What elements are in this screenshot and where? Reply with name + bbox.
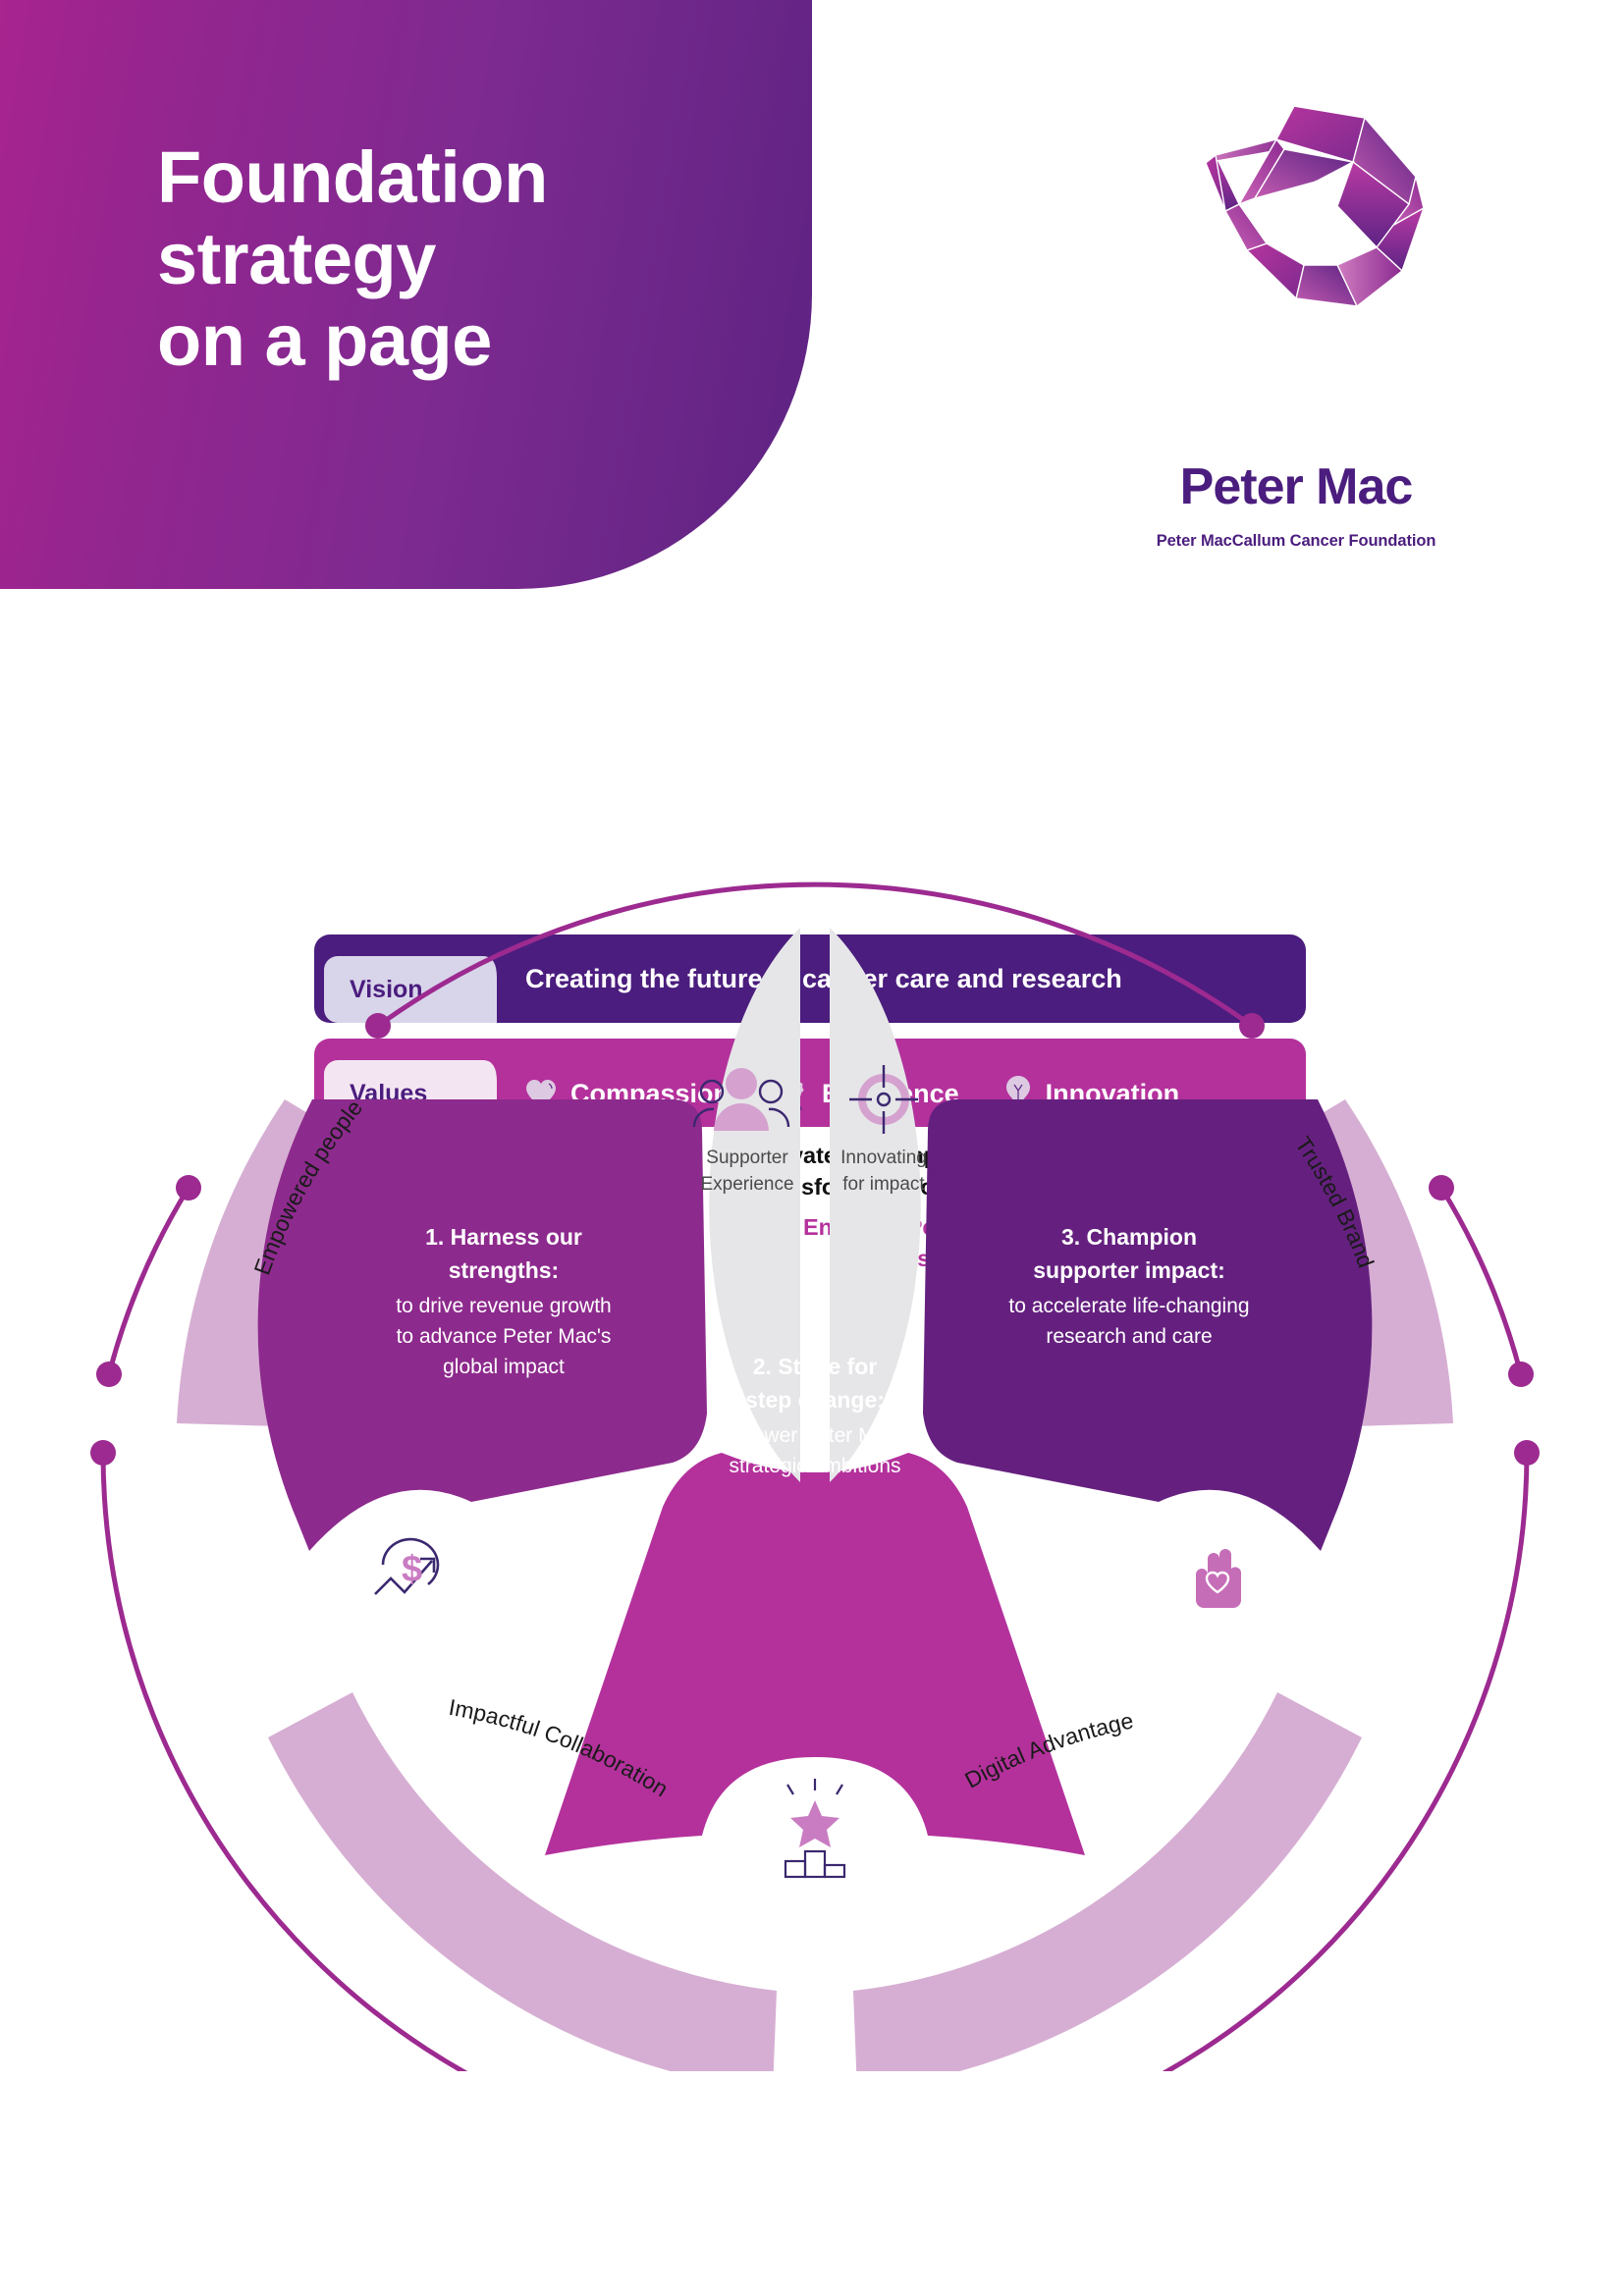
- left-upper-decorative-arc: [106, 1186, 191, 1375]
- vision-label-tab: Vision: [324, 956, 497, 1023]
- logo-wordmark: Peter Mac: [1179, 458, 1414, 515]
- arc-dot: [1508, 1362, 1534, 1387]
- pillar-3-sub-2: research and care: [1046, 1325, 1212, 1348]
- badge-hand-heart[interactable]: [1157, 1520, 1278, 1641]
- arc-dot: [1239, 1013, 1265, 1039]
- pillar-1-sub-2: to advance Peter Mac's: [397, 1325, 612, 1348]
- pillar-3-title-2: supporter impact:: [1033, 1257, 1225, 1283]
- pillar-2-title-2: step change:: [745, 1387, 885, 1413]
- pillar-wedge-3[interactable]: [923, 1099, 1373, 1551]
- decorative-arc-group: [90, 881, 1540, 2071]
- strategy-radial-diagram: Supporter Experience Innovating for impa…: [74, 775, 1556, 2071]
- pillar-2-title-1: 2. Strive for: [753, 1354, 878, 1379]
- page-title: Foundation strategy on a page: [157, 136, 548, 381]
- pillar-2-sub-1: to power Peter Mac's: [719, 1424, 912, 1447]
- pillar-wedge-group: [257, 1099, 1373, 1855]
- pillar-wedge-1[interactable]: [257, 1099, 707, 1551]
- enabler-band-digital[interactable]: [853, 1692, 1362, 2071]
- target-icon: [849, 1065, 918, 1134]
- top-decorative-arc: [376, 881, 1254, 1029]
- hub-right-half[interactable]: [830, 928, 921, 1482]
- badge-podium-star[interactable]: [754, 1773, 876, 1895]
- bottom-decorative-arc: [100, 1452, 1530, 2071]
- pillar-1-text: 1. Harness our strengths: to drive reven…: [396, 1224, 611, 1378]
- pillar-1-sub-1: to drive revenue growth: [396, 1295, 611, 1317]
- vision-text: Creating the future of cancer care and r…: [525, 964, 1122, 993]
- header-banner: [0, 0, 812, 589]
- pillar-3-sub-1: to accelerate life-changing: [1008, 1295, 1249, 1317]
- hub-right-label-1: Innovating: [840, 1148, 927, 1168]
- pillar-wedge-2[interactable]: [545, 1453, 1085, 1855]
- hub-left-label-2: Experience: [700, 1174, 793, 1195]
- hub-group: Supporter Experience Innovating for impa…: [692, 928, 927, 1482]
- arc-dot: [96, 1362, 122, 1387]
- pillar-1-sub-3: global impact: [443, 1356, 565, 1378]
- arc-dot: [176, 1175, 201, 1201]
- people-group-icon: [692, 1068, 790, 1131]
- arc-dot: [90, 1440, 116, 1466]
- pillar-3-title-1: 3. Champion: [1061, 1224, 1197, 1250]
- arc-dot: [1429, 1175, 1454, 1201]
- pillar-1-title-2: strengths:: [449, 1257, 559, 1283]
- badge-dollar-growth[interactable]: $: [352, 1520, 473, 1641]
- pillar-1-title-1: 1. Harness our: [425, 1224, 582, 1250]
- arc-dot: [365, 1013, 391, 1039]
- peter-mac-logo: Peter Mac Peter MacCallum Cancer Foundat…: [1100, 79, 1492, 550]
- svg-text:$: $: [402, 1549, 422, 1590]
- logo-tagline: Peter MacCallum Cancer Foundation: [1156, 532, 1436, 550]
- vision-row: Vision Creating the future of cancer car…: [314, 934, 1306, 1044]
- right-upper-decorative-arc: [1438, 1186, 1524, 1375]
- enabler-band-impactful[interactable]: [268, 1692, 777, 2071]
- pillar-2-sub-2: strategic ambitions: [729, 1455, 900, 1477]
- pillar-3-text: 3. Champion supporter impact: to acceler…: [1008, 1224, 1249, 1348]
- pillar-2-text: 2. Strive for step change: to power Pete…: [719, 1354, 912, 1477]
- hub-left-half[interactable]: [709, 928, 800, 1482]
- tab-curve: [471, 956, 497, 1023]
- hub-left-label-1: Supporter: [706, 1148, 788, 1168]
- peter-mac-polygon-logo: [1205, 105, 1424, 308]
- vision-label: Vision: [350, 975, 423, 1003]
- arc-dot: [1514, 1440, 1540, 1466]
- hub-right-label-2: for impact: [842, 1174, 925, 1195]
